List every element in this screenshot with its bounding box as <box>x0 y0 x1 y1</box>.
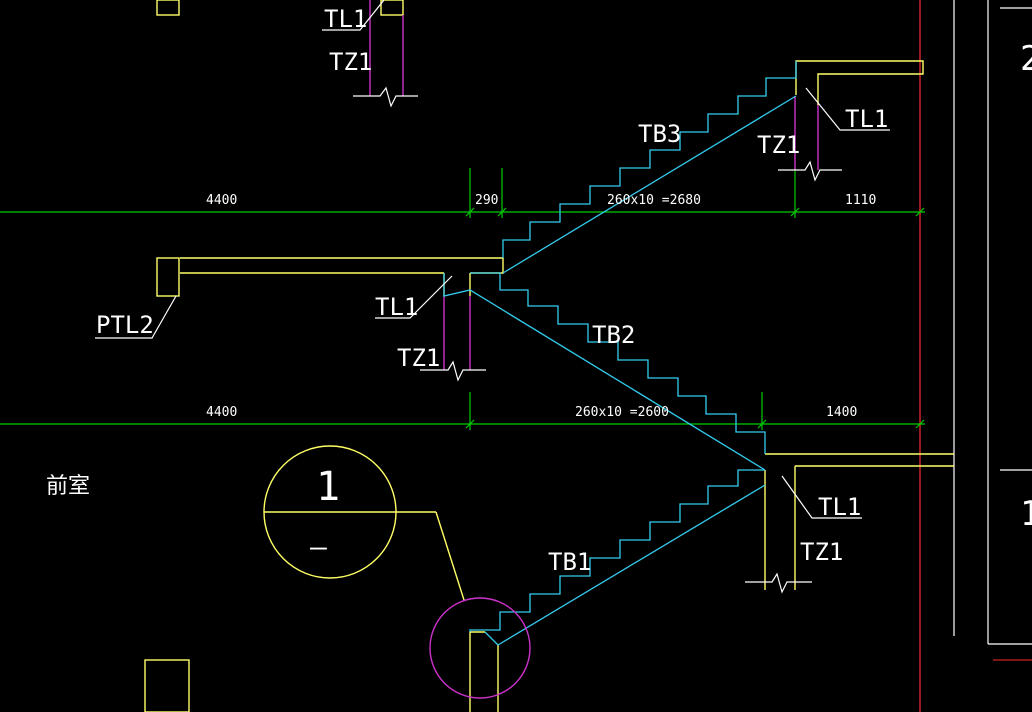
tb3-label: TB3 <box>638 120 681 148</box>
edge-label-top: 2 <box>1020 39 1032 79</box>
tz1-top-label: TZ1 <box>329 48 372 76</box>
section-number: 1 <box>316 464 340 510</box>
dim-lower-run: 260x10 =2600 <box>575 405 669 420</box>
tz1-lower-right-label: TZ1 <box>800 538 843 566</box>
tb2-stair-slab <box>443 273 766 471</box>
dim-lower-right: 1400 <box>826 405 857 420</box>
dim-upper-right: 1110 <box>845 193 876 208</box>
section-symbol <box>263 445 531 699</box>
tl1-upper-right-label: TL1 <box>845 105 888 133</box>
tz1-upper-right-label: TZ1 <box>757 131 800 159</box>
tb2-label: TB2 <box>592 321 635 349</box>
tb3-stair-steps <box>502 61 797 258</box>
walls-and-landings <box>144 0 954 712</box>
dim-upper-run: 260x10 =2680 <box>607 193 701 208</box>
columns <box>369 0 819 370</box>
dim-lower-left: 4400 <box>206 405 237 420</box>
edge-label-bottom: 1 <box>1020 494 1032 534</box>
dim-upper-left: 4400 <box>206 193 237 208</box>
detail-circle <box>429 597 531 699</box>
tl1-mid-label: TL1 <box>375 293 418 321</box>
tb2-stair-steps <box>470 272 766 454</box>
dimension-lines <box>0 168 925 430</box>
tb1-label: TB1 <box>548 548 591 576</box>
tb1-stair-steps <box>469 469 765 632</box>
section-dash: — <box>310 530 327 563</box>
room-name-label: 前室 <box>46 474 90 499</box>
tb1-stair-slab <box>497 484 766 646</box>
tb3-stair-slab <box>502 95 797 274</box>
tl1-lower-right-label: TL1 <box>818 493 861 521</box>
dim-upper-gap: 290 <box>475 193 498 208</box>
stair-flights <box>443 61 797 646</box>
tz1-mid-label: TZ1 <box>397 344 440 372</box>
tl1-top-label: TL1 <box>324 5 367 33</box>
leaders <box>95 0 890 594</box>
right-wall-lines <box>953 0 1032 645</box>
ptl2-label: PTL2 <box>96 311 154 339</box>
